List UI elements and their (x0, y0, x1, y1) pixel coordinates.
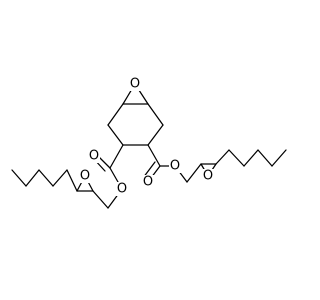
chain-bond (52, 169, 68, 187)
bond (92, 190, 109, 209)
chain-bond (66, 169, 78, 192)
bond (109, 144, 124, 169)
right-ester-oxygen-label: O (170, 159, 180, 174)
chain-bond (215, 149, 230, 165)
ring-bond (107, 124, 124, 146)
bond (147, 144, 161, 167)
chemical-structure-diagram: O O O O O O O (11, 77, 287, 209)
left-ester-group (92, 144, 124, 209)
right-chain-epoxide-oxygen-label: O (203, 169, 213, 184)
atom-labels: O O O O O O O (79, 77, 214, 197)
chain-bond (271, 149, 287, 167)
cyclohexane-ring (107, 103, 164, 146)
chain-bond (38, 169, 54, 187)
chain-bond (11, 169, 27, 187)
bond (186, 163, 202, 183)
chain-bond (243, 149, 259, 167)
ring-bond (147, 103, 164, 126)
ring-bond (107, 103, 124, 126)
ring-epoxide-oxygen-label: O (130, 77, 140, 92)
left-carbonyl-oxygen-label: O (89, 149, 99, 164)
chain-bond (25, 169, 40, 187)
left-chain-epoxide-oxygen-label: O (80, 169, 90, 184)
right-carbonyl-oxygen-label: O (143, 175, 153, 190)
chain-bond (257, 149, 273, 167)
left-ester-oxygen-label: O (117, 182, 127, 197)
chain-bond (228, 149, 245, 167)
ring-bond (147, 124, 164, 146)
